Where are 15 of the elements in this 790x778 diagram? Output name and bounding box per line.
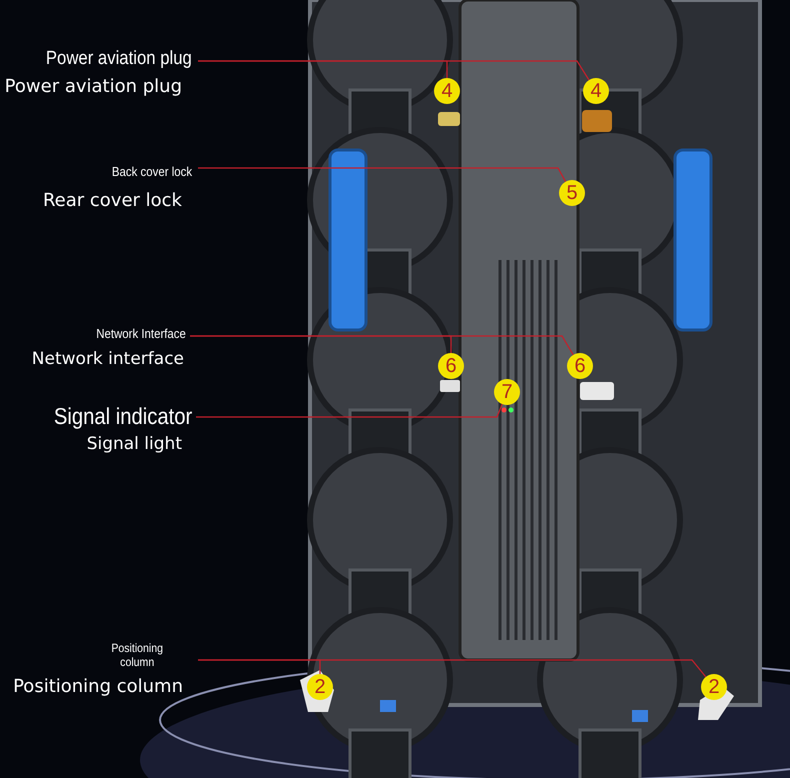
- callout-label: Positioning column: [106, 642, 168, 670]
- callout-label: Signal indicator: [54, 403, 192, 430]
- leader-line: [196, 404, 503, 418]
- leader-line: [198, 60, 590, 80]
- leader-line: [198, 659, 706, 678]
- callout-translation: Rear cover lock: [42, 191, 182, 212]
- callout-translation: Network interface: [32, 350, 184, 370]
- leader-line: [190, 335, 574, 356]
- callout-label: Network Interface: [96, 327, 186, 342]
- leader-line: [198, 167, 566, 182]
- callout-translation: Power aviation plug: [4, 77, 182, 98]
- callout-translation: Signal light: [86, 435, 182, 455]
- callout-translation: Positioning column: [13, 677, 183, 698]
- callout-label: Back cover lock: [112, 165, 192, 180]
- callout-label: Power aviation plug: [46, 48, 192, 70]
